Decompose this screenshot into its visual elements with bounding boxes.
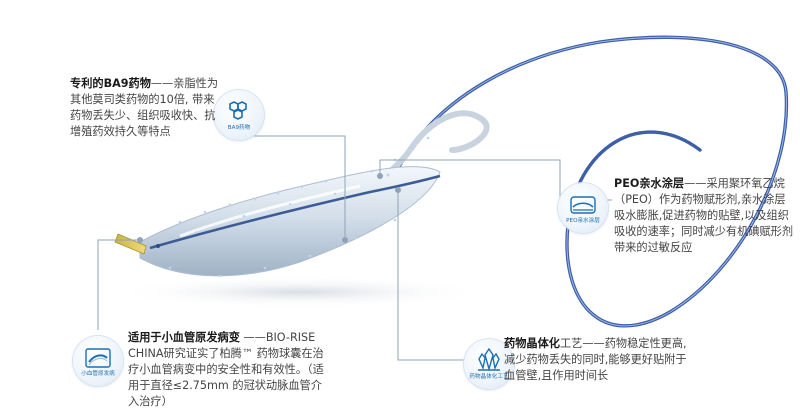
feature-title: 专利的BA9药物	[70, 77, 151, 90]
hexagon-molecule-icon	[229, 101, 247, 120]
feature-title: PEO亲水涂层	[614, 177, 685, 190]
feature-peo-coating: PEO亲水涂层——采用聚环氧乙烷（PEO）作为药物赋形剂,亲水涂层吸水膨胀,促进…	[614, 176, 796, 256]
feature-description: ——采用聚环氧乙烷（PEO）作为药物赋形剂,亲水涂层吸水膨胀,促进药物的贴壁,以…	[614, 177, 794, 254]
balloon-shadow	[110, 276, 490, 308]
feature-description: 工艺——药物稳定性更高,减少药物丢失的同时,能够更好贴附于血管壁,且作用时间长	[504, 337, 687, 382]
feature-crystallization: 药物晶体化工艺——药物稳定性更高,减少药物丢失的同时,能够更好贴附于血管壁,且作…	[504, 336, 690, 384]
drug-particles	[168, 136, 430, 278]
feature-title: 药物晶体化	[504, 337, 560, 350]
peo-badge-caption: PEO亲水涂层	[566, 218, 600, 224]
coating-icon	[570, 196, 596, 214]
crystal-icon	[478, 347, 500, 372]
crystal-process-badge: 药物晶体化工艺	[464, 339, 514, 389]
guidewire-loop-highlight	[399, 36, 787, 327]
feature-description: ——BIO-RISE CHINA研究证实了柏腾™ 药物球囊在治疗小血管病变中的安…	[128, 331, 324, 408]
feature-description: ——亲脂性为其他莫司类药物的10倍, 带来药物丢失少、组织吸收快、抗增殖药效持久…	[70, 77, 219, 138]
balloon-highlight	[179, 184, 361, 238]
feature-ba9-drug: 专利的BA9药物——亲脂性为其他莫司类药物的10倍, 带来药物丢失少、组织吸收快…	[70, 76, 220, 140]
vessel-icon	[85, 348, 111, 368]
feature-title: 适用于小血管原发病变	[128, 331, 240, 344]
ba9-drug-badge: BA9药物	[214, 90, 264, 140]
ba9-badge-caption: BA9药物	[227, 125, 251, 131]
marker-band	[156, 244, 160, 248]
catheter-tip	[114, 233, 147, 255]
balloon-inner-lumen	[149, 174, 441, 250]
feature-small-vessel: 适用于小血管原发病变 ——BIO-RISE CHINA研究证实了柏腾™ 药物球囊…	[128, 330, 328, 410]
crystal-badge-caption: 药物晶体化工艺	[469, 374, 509, 380]
vessel-badge-caption: 小血管原发病	[81, 371, 115, 377]
small-vessel-badge: 小血管原发病	[73, 336, 123, 386]
peo-coating-badge: PEO亲水涂层	[558, 183, 608, 233]
